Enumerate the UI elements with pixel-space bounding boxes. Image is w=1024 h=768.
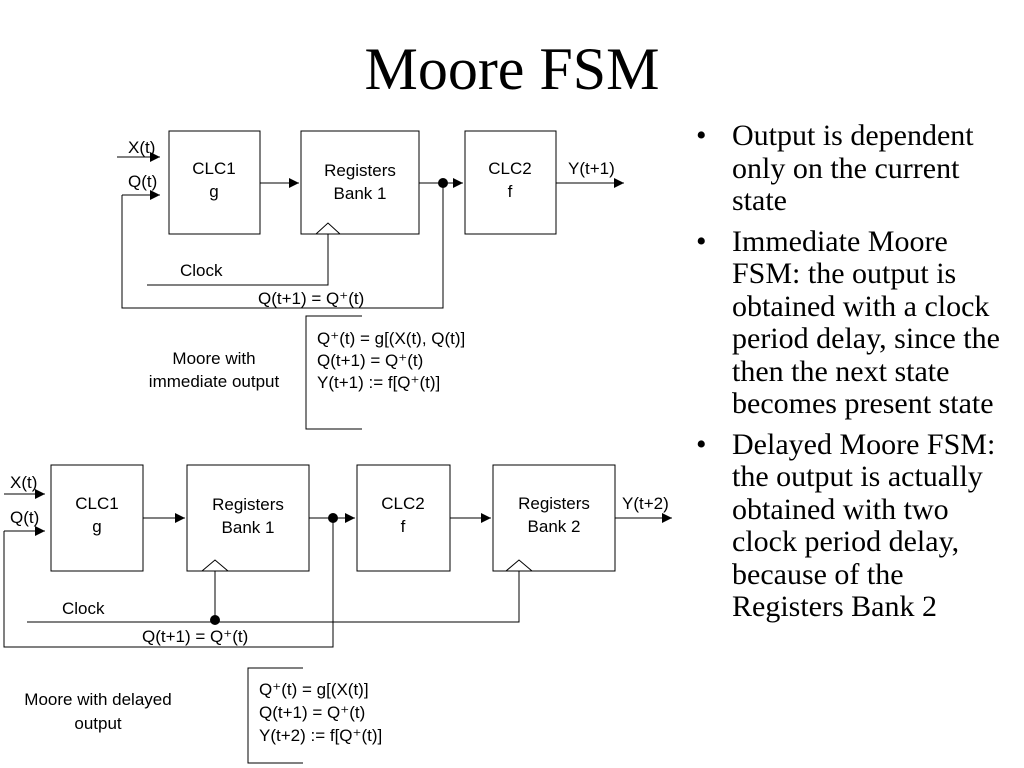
feedback-line: [3, 518, 334, 648]
feedback-label: Q(t+1) = Q⁺(t): [258, 289, 364, 308]
delayed-output-labels: X(t) Q(t) CLC1 g Registers Bank 1 CLC2 f…: [10, 473, 669, 745]
registers1-label-line1: Registers: [212, 495, 284, 514]
clc1-name: CLC1: [75, 494, 118, 513]
registers1-label-line2: Bank 1: [222, 518, 275, 537]
clock-line: [147, 234, 329, 286]
caption-line2: immediate output: [149, 372, 280, 391]
clc2-function: f: [508, 182, 513, 201]
registers2-label-line1: Registers: [518, 494, 590, 513]
equation-line1: Q⁺(t) = g[(X(t), Q(t)]: [317, 329, 465, 348]
registers-bank1-block: [300, 130, 420, 235]
bullet-item: Immediate Moore FSM: the output is obtai…: [690, 225, 1020, 421]
x-input-label: X(t): [128, 138, 155, 157]
registers-label-line1: Registers: [324, 161, 396, 180]
output-label: Y(t+1): [568, 159, 615, 178]
feedback-label: Q(t+1) = Q⁺(t): [142, 627, 248, 646]
output-label: Y(t+2): [622, 494, 669, 513]
equation-bracket: [247, 667, 303, 764]
clock-label: Clock: [180, 261, 223, 280]
bullet-item: Delayed Moore FSM: the output is actuall…: [690, 428, 1020, 624]
immediate-output-diagram: [117, 130, 624, 430]
registers2-label-line2: Bank 2: [528, 517, 581, 536]
clock-label: Clock: [62, 599, 105, 618]
q-input-label: Q(t): [10, 508, 39, 527]
clc2-name: CLC2: [488, 159, 531, 178]
clock-input-marker: [315, 222, 341, 235]
equation-bracket: [305, 315, 362, 430]
clc1-function: g: [92, 517, 101, 536]
equation-line2: Q(t+1) = Q⁺(t): [259, 703, 365, 722]
caption-line1: Moore with: [172, 349, 255, 368]
x-input-label: X(t): [10, 473, 37, 492]
equation-line3: Y(t+1) := f[Q⁺(t)]: [317, 373, 440, 392]
clc2-name: CLC2: [381, 494, 424, 513]
equation-line2: Q(t+1) = Q⁺(t): [317, 351, 423, 370]
caption-line1: Moore with delayed: [24, 690, 171, 709]
caption-line2: output: [74, 714, 122, 733]
clock-input-marker-bank1: [201, 559, 229, 572]
clock-input-marker-bank2: [505, 559, 533, 572]
bullet-list: Output is dependent only on the current …: [690, 119, 1020, 632]
clock-junction-dot: [210, 615, 220, 625]
clc2-function: f: [401, 517, 406, 536]
immediate-output-labels: X(t) Q(t) CLC1 g Registers Bank 1 CLC2 f…: [128, 138, 615, 392]
bullet-item: Output is dependent only on the current …: [690, 119, 1020, 218]
clc1-function: g: [209, 182, 218, 201]
clc1-name: CLC1: [192, 159, 235, 178]
clock-line: [27, 571, 520, 623]
equation-line1: Q⁺(t) = g[(X(t)]: [259, 680, 369, 699]
registers-label-line2: Bank 1: [334, 184, 387, 203]
q-input-label: Q(t): [128, 172, 157, 191]
slide-title: Moore FSM: [364, 36, 660, 102]
feedback-line: [121, 183, 444, 309]
equation-line3: Y(t+2) := f[Q⁺(t)]: [259, 726, 382, 745]
delayed-output-diagram: [3, 464, 672, 764]
